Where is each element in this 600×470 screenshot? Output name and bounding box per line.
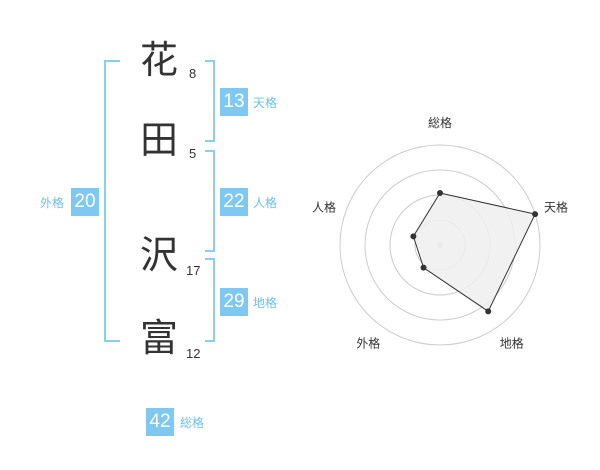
jinkaku-label: 人格 <box>253 196 278 210</box>
radar-axis-label-2: 地格 <box>500 336 524 351</box>
soukaku-value-badge: 42 <box>146 408 174 436</box>
stroke-count-2: 5 <box>189 146 197 161</box>
chikaku-label: 地格 <box>253 296 278 310</box>
radar-axis-label-3: 外格 <box>356 336 380 351</box>
stroke-count-4: 12 <box>186 346 201 361</box>
radar-point-0 <box>437 190 443 196</box>
radar-axis-label-4: 人格 <box>312 199 336 214</box>
radar-axis-label-1: 天格 <box>544 199 568 214</box>
radar-area <box>412 192 536 313</box>
radar-point-3 <box>420 264 427 271</box>
tenkaku-value-badge: 13 <box>220 88 248 116</box>
radar-point-2 <box>485 308 492 315</box>
chikaku-bracket <box>205 258 215 342</box>
chikaku-value-badge: 29 <box>220 288 248 316</box>
stroke-count-3: 17 <box>186 263 201 278</box>
jinkaku-value-badge: 22 <box>220 188 248 216</box>
radar-points <box>410 190 539 315</box>
name-char-1: 花 <box>139 38 178 82</box>
tenkaku-label: 天格 <box>253 96 278 110</box>
gaikaku-bracket <box>104 60 120 342</box>
stroke-count-1: 8 <box>189 66 197 81</box>
radar-series-polygon <box>412 192 536 313</box>
radar-point-1 <box>532 211 539 218</box>
radar-axis-label-0: 総格 <box>428 115 452 130</box>
tenkaku-bracket <box>205 60 215 142</box>
gaikaku-label: 外格 <box>40 196 65 210</box>
radar-point-4 <box>410 233 417 240</box>
soukaku-label: 総格 <box>180 416 205 430</box>
gaikaku-value-badge: 20 <box>71 188 99 216</box>
jinkaku-bracket <box>205 150 215 252</box>
name-char-2: 田 <box>139 118 178 162</box>
name-char-4: 富 <box>139 316 178 360</box>
name-char-3: 沢 <box>139 233 178 277</box>
radar-ring-4 <box>339 144 541 346</box>
